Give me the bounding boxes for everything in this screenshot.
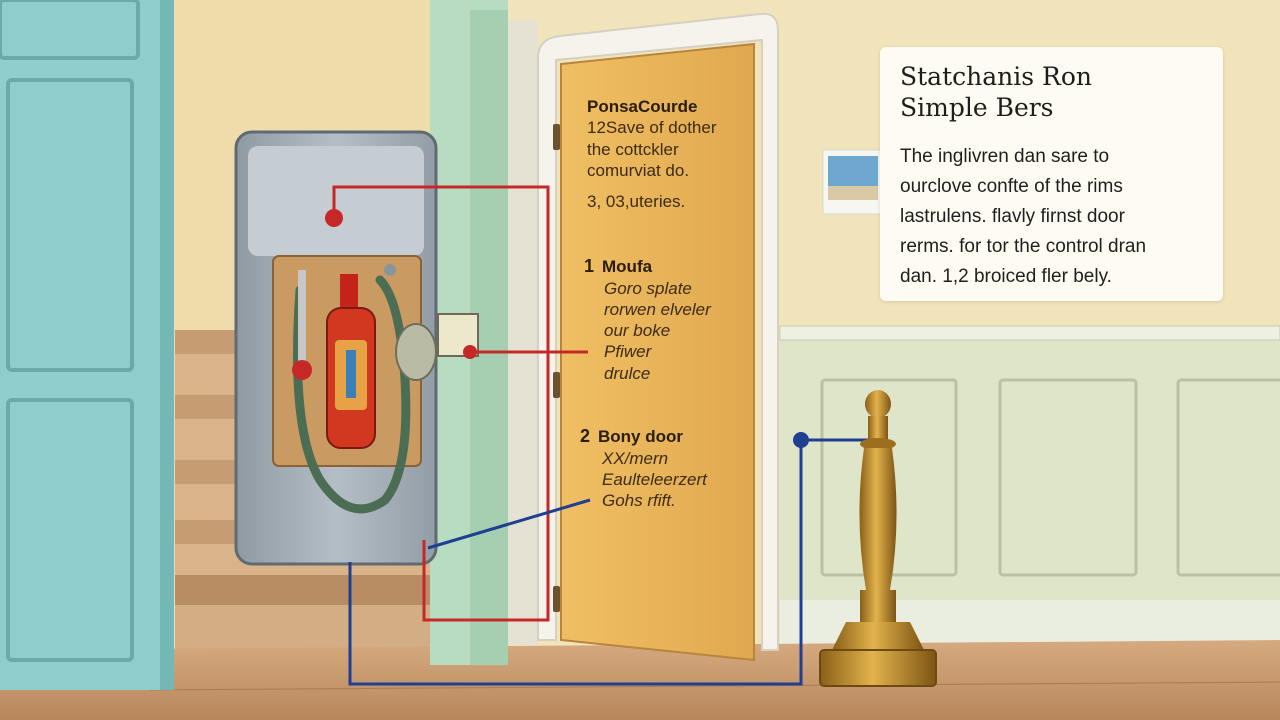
door-label-top-value: 3, 03,uteries. xyxy=(587,192,686,211)
door-label-top-line-1: 12Save of dother xyxy=(587,118,717,138)
door-jamb-gray xyxy=(508,20,538,645)
panel-bolt xyxy=(384,264,396,276)
red-wire xyxy=(332,185,588,622)
door-label-step1-line-3: our boke xyxy=(604,321,671,340)
door-label-step2-line-1: XX/mern xyxy=(602,448,669,468)
door-label-step2-line-3: Gohs rfift. xyxy=(602,491,676,510)
fire-extinguisher xyxy=(326,274,376,449)
floor xyxy=(0,640,1280,720)
door-label-step1-line-2: rorwen elveler xyxy=(604,299,711,319)
door-label-top-heading: PonsaCourde xyxy=(587,97,698,116)
info-card-body-line-4: rerms. for tor the control dran xyxy=(900,235,1147,257)
door-label-step2-line-2: Eaulteleerzert xyxy=(602,469,707,489)
door-label-top: PonsaCourde 12Save of dother the cottckl… xyxy=(587,96,752,212)
info-card: Statchanis Ron Simple Bers The inglivren… xyxy=(880,47,1223,301)
door-label-step2: 2 Bony door XX/mern Eaulteleerzert Gohs r… xyxy=(580,425,750,511)
info-card-title-line-1: Statchanis Ron xyxy=(900,62,1092,91)
info-card-body-line-2: ourclove confte of the rims xyxy=(900,175,1123,197)
door-label-step2-number: 2 xyxy=(580,426,591,446)
door-label-step2-title: Bony door xyxy=(598,427,684,446)
info-card-title: Statchanis Ron Simple Bers xyxy=(900,61,1205,124)
door-label-step1-title: Moufa xyxy=(602,257,653,276)
door-label-step2-heading: 2 Bony door xyxy=(580,425,750,448)
blue-wire xyxy=(348,438,870,686)
info-card-title-line-2: Simple Bers xyxy=(900,93,1054,123)
wall-picture-sand xyxy=(828,186,878,200)
wood-door-frame xyxy=(537,12,779,651)
chair-rail xyxy=(779,325,1280,341)
red-wire-node-top xyxy=(325,209,343,227)
door-label-step1-heading: 1 Moufa xyxy=(584,255,749,278)
door-label-step1-line-4: Pfiwer xyxy=(604,342,652,362)
door-hinges xyxy=(553,124,560,612)
door-label-top-line-3: comurviat do. xyxy=(587,160,690,180)
door-label-step1-line-1: Goro splate xyxy=(604,278,692,298)
floor-line xyxy=(149,681,1280,691)
door-label-step1: 1 Moufa Goro splate rorwen elveler our bo… xyxy=(584,255,749,384)
panel-nozzle xyxy=(395,323,437,381)
gauge-knob xyxy=(292,360,312,380)
door-label-step1-number: 1 xyxy=(584,256,595,276)
red-wire-node-latch xyxy=(463,345,477,359)
info-card-body-line-1: The inglivren dan sare to xyxy=(900,145,1110,167)
door-label-step1-line-5: drulce xyxy=(604,363,651,383)
info-card-body-line-5: dan. 1,2 broiced fler bely. xyxy=(900,265,1112,287)
door-label-top-line-2: the cottckler xyxy=(587,139,679,159)
gold-finial xyxy=(819,390,937,687)
info-card-body-line-3: lastrulens. flavly firnst door xyxy=(900,205,1125,227)
teal-door xyxy=(0,0,174,690)
wood-door xyxy=(560,42,755,662)
blue-wire-node xyxy=(793,432,809,448)
